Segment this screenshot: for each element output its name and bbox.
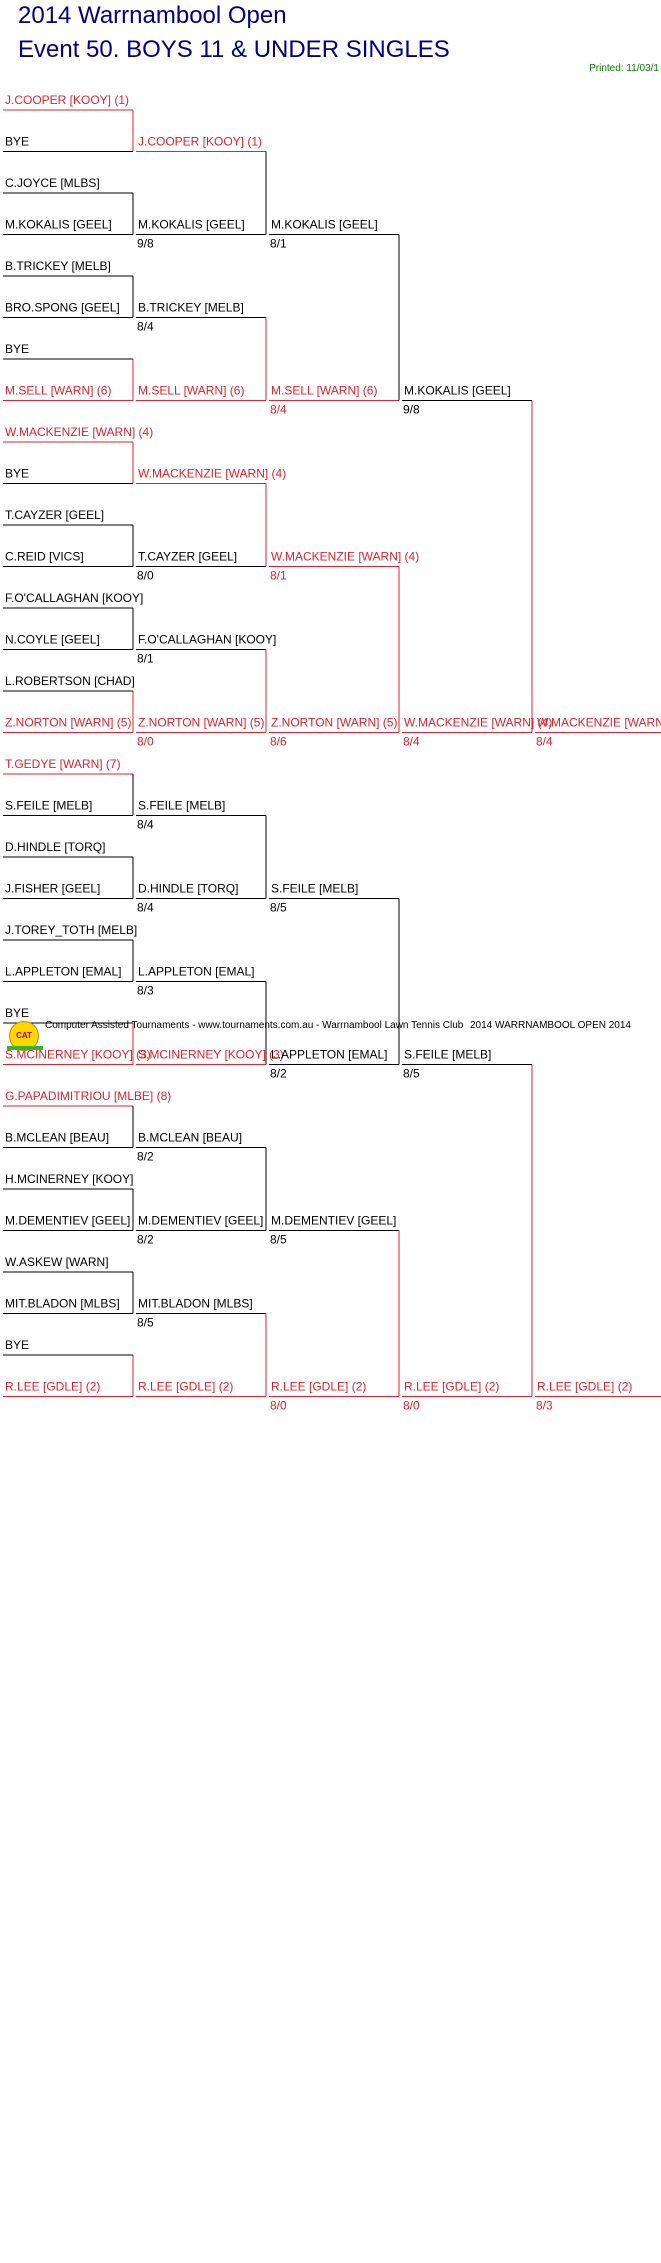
- player-name: B.MCLEAN [BEAU]: [5, 1131, 109, 1145]
- player-name: F.O'CALLAGHAN [KOOY]: [5, 591, 143, 605]
- player-name: B.TRICKEY [MELB]: [5, 259, 111, 273]
- footer-credit: Computer Assisted Tournaments - www.tour…: [45, 1020, 464, 1031]
- player-name: M.KOKALIS [GEEL]: [138, 218, 245, 232]
- player-name: J.COOPER [KOOY] (1): [5, 93, 129, 107]
- player-name: L.ROBERTSON [CHAD]: [5, 674, 135, 688]
- player-name: BYE: [5, 1006, 29, 1020]
- player-name: M.DEMENTIEV [GEEL]: [138, 1214, 263, 1228]
- match-score: 8/1: [270, 237, 287, 251]
- player-name: D.HINDLE [TORQ]: [138, 882, 238, 896]
- player-name: J.COOPER [KOOY] (1): [138, 135, 262, 149]
- player-name: S.FEILE [MELB]: [271, 882, 358, 896]
- player-name: N.COYLE [GEEL]: [5, 633, 100, 647]
- player-name: Z.NORTON [WARN] (5): [138, 716, 264, 730]
- player-name: BRO.SPONG [GEEL]: [5, 301, 120, 315]
- player-name: C.REID [VICS]: [5, 550, 84, 564]
- player-name: M.SELL [WARN] (6): [138, 384, 244, 398]
- match-score: 8/1: [137, 652, 154, 666]
- player-name: BYE: [5, 135, 29, 149]
- logo-underline: [7, 1046, 43, 1050]
- player-name: BYE: [5, 1338, 29, 1352]
- match-score: 8/6: [270, 735, 287, 749]
- player-name: T.CAYZER [GEEL]: [5, 508, 104, 522]
- match-score: 8/0: [403, 1399, 420, 1413]
- match-score: 8/1: [270, 569, 287, 583]
- player-name: W.MACKENZIE [WARN] (4): [271, 550, 419, 564]
- player-name: S.FEILE [MELB]: [5, 799, 92, 813]
- player-name: S.FEILE [MELB]: [138, 799, 225, 813]
- match-score: 8/4: [536, 735, 553, 749]
- match-score: 8/4: [270, 403, 287, 417]
- player-name: D.HINDLE [TORQ]: [5, 840, 105, 854]
- match-score: 8/2: [137, 1150, 154, 1164]
- player-name: M.KOKALIS [GEEL]: [5, 218, 112, 232]
- player-name: Z.NORTON [WARN] (5): [271, 716, 397, 730]
- player-name: W.ASKEW [WARN]: [5, 1255, 109, 1269]
- player-name: M.SELL [WARN] (6): [271, 384, 377, 398]
- player-name: R.LEE [GDLE] (2): [537, 1380, 632, 1394]
- player-name: L.APPLETON [EMAL]: [271, 1048, 388, 1062]
- player-name: M.KOKALIS [GEEL]: [404, 384, 511, 398]
- match-score: 9/8: [403, 403, 420, 417]
- player-name: S.MCINERNEY [KOOY] (3): [138, 1048, 284, 1062]
- event-title: Event 50. BOYS 11 & UNDER SINGLES: [18, 36, 450, 63]
- player-name: C.JOYCE [MLBS]: [5, 176, 100, 190]
- match-score: 8/2: [270, 1067, 287, 1081]
- player-name: Z.NORTON [WARN] (5): [5, 716, 131, 730]
- match-score: 8/3: [137, 984, 154, 998]
- player-name: B.MCLEAN [BEAU]: [138, 1131, 242, 1145]
- match-score: 8/5: [270, 1233, 287, 1247]
- player-name: R.LEE [GDLE] (2): [5, 1380, 100, 1394]
- player-name: H.MCINERNEY [KOOY]: [5, 1172, 133, 1186]
- match-score: 8/0: [137, 569, 154, 583]
- player-name: W.MACKENZIE [WARN] (4): [537, 716, 661, 730]
- player-name: J.TOREY_TOTH [MELB]: [5, 923, 137, 937]
- player-name: R.LEE [GDLE] (2): [404, 1380, 499, 1394]
- player-name: BYE: [5, 342, 29, 356]
- match-score: 8/0: [270, 1399, 287, 1413]
- match-score: 8/4: [137, 818, 154, 832]
- player-name: L.APPLETON [EMAL]: [138, 965, 255, 979]
- player-name: W.MACKENZIE [WARN] (4): [138, 467, 286, 481]
- player-name: M.DEMENTIEV [GEEL]: [5, 1214, 130, 1228]
- player-name: MIT.BLADON [MLBS]: [138, 1297, 253, 1311]
- tournament-title: 2014 Warrnambool Open: [18, 2, 287, 29]
- footer-event-name: 2014 WARRNAMBOOL OPEN 2014: [470, 1020, 631, 1031]
- match-score: 8/4: [137, 320, 154, 334]
- player-name: M.DEMENTIEV [GEEL]: [271, 1214, 396, 1228]
- match-score: 8/2: [137, 1233, 154, 1247]
- match-score: 8/5: [403, 1067, 420, 1081]
- match-score: 8/5: [137, 1316, 154, 1330]
- match-score: 8/5: [270, 901, 287, 915]
- match-score: 8/4: [403, 735, 420, 749]
- match-score: 8/3: [536, 1399, 553, 1413]
- player-name: T.GEDYE [WARN] (7): [5, 757, 121, 771]
- printed-date: Printed: 11/03/1: [589, 63, 659, 74]
- player-name: L.APPLETON [EMAL]: [5, 965, 122, 979]
- player-name: B.TRICKEY [MELB]: [138, 301, 244, 315]
- player-name: MIT.BLADON [MLBS]: [5, 1297, 120, 1311]
- player-name: M.SELL [WARN] (6): [5, 384, 111, 398]
- match-score: 8/0: [137, 735, 154, 749]
- player-name: F.O'CALLAGHAN [KOOY]: [138, 633, 276, 647]
- player-name: T.CAYZER [GEEL]: [138, 550, 237, 564]
- player-name: G.PAPADIMITRIOU [MLBE] (8): [5, 1089, 171, 1103]
- player-name: S.FEILE [MELB]: [404, 1048, 491, 1062]
- player-name: S.MCINERNEY [KOOY] (3): [5, 1048, 151, 1062]
- player-name: J.FISHER [GEEL]: [5, 882, 100, 896]
- match-score: 8/4: [137, 901, 154, 915]
- player-name: R.LEE [GDLE] (2): [271, 1380, 366, 1394]
- player-name: M.KOKALIS [GEEL]: [271, 218, 378, 232]
- player-name: W.MACKENZIE [WARN] (4): [404, 716, 552, 730]
- player-name: BYE: [5, 467, 29, 481]
- player-name: R.LEE [GDLE] (2): [138, 1380, 233, 1394]
- match-score: 9/8: [137, 237, 154, 251]
- player-name: W.MACKENZIE [WARN] (4): [5, 425, 153, 439]
